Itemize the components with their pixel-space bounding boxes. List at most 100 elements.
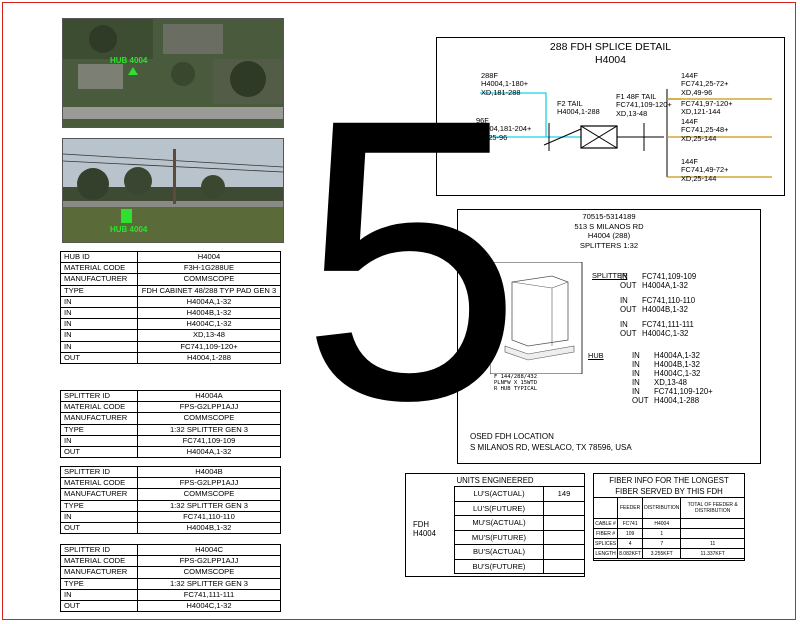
f2-tail-line [543,128,582,146]
io-value: H4004B,1-32 [642,305,688,314]
text-line: FC741,49-72+ [681,165,729,175]
fiber-cell [680,528,745,539]
io-value: FC741,111-111 [642,320,694,329]
fiber-cell: 3.255KFT [642,548,682,559]
spec-key: IN [60,295,138,308]
spec-value: COMMSCOPE [137,412,281,425]
spec-value: 1:32 SPLITTER GEN 3 [137,577,281,590]
splice-diagram [476,89,772,178]
spec-key: MANUFACTURER [60,488,138,501]
splice-subtitle: H4004 [595,54,626,66]
spec-key: TYPE [60,284,138,297]
fiber-title-1: FIBER INFO FOR THE LONGEST [609,476,729,485]
spec-key: SPLITTER ID [60,465,138,479]
io-direction: IN [632,359,640,369]
spec-value: FPS-G2LPP1AJJ [137,477,281,490]
spec-value: H4004C,1-32 [137,318,281,331]
text-line: SPLITTERS 1:32 [579,240,639,250]
fiber-cell: 7 [642,538,682,549]
io-value: FC741,109-120+ [654,386,713,396]
io-direction: IN [620,272,628,281]
spec-value: H4004A,1-32 [137,295,281,308]
location-line2: S MILANOS RD, WESLACO, TX 78596, USA [470,443,632,452]
spec-key: TYPE [60,499,138,512]
text-line: PLNFW X 15WTD [494,380,538,386]
overlay-number-5: 5 [300,36,523,483]
spec-value: H4004A,1-32 [137,445,281,459]
spec-value: FC741,110-110 [137,510,281,523]
spec-key: MATERIAL CODE [60,477,138,490]
spec-value: FC741,109-109 [137,434,281,447]
text-line: 96F [476,116,489,125]
fdh-info-box [457,209,761,464]
splitter-label: SPLITTER [592,271,628,280]
spec-key: TYPE [60,577,138,590]
spec-key: MANUFACTURER [60,273,138,286]
spec-value: F3H-1G288UE [137,262,281,275]
spec-value: COMMSCOPE [137,273,281,286]
fiber-cell: FC741 [617,518,644,529]
fiber-cell: 1 [642,528,682,539]
io-value: XD,13-48 [654,377,687,387]
units-row: MU'S(ACTUAL) [454,515,585,531]
hub-label: HUB [588,351,604,360]
spec-value: 1:32 SPLITTER GEN 3 [137,423,281,436]
spec-value: FPS-G2LPP1AJJ [137,555,281,568]
units-value [543,544,585,560]
text-line: H4004 (288) [587,231,631,240]
spec-key: IN [60,340,138,353]
spec-key: OUT [60,521,138,535]
text-line: FC741,109-120+ [616,100,672,110]
spec-value: 1:32 SPLITTER GEN 3 [137,499,281,512]
text-line: 513 S MILANOS RD [574,221,644,231]
fiber-cell: 8.082KFT [617,548,644,559]
spec-key: OUT [60,351,138,364]
units-title: UNITS ENGINEERED [456,476,534,485]
fiber-cell: H4004 [642,518,682,529]
text-line: XD,25-144 [681,173,717,183]
spec-value: H4004 [137,250,281,264]
units-row: LU'S(ACTUAL)149 [454,486,585,502]
text-line: F2 TAIL [557,99,583,108]
units-label: BU'S(ACTUAL) [454,544,544,560]
io-direction: OUT [632,395,649,405]
io-value: H4004A,1-32 [654,351,700,360]
units-row: BU'S(ACTUAL) [454,544,585,560]
units-row: MU'S(FUTURE) [454,529,585,545]
splice-title: 288 FDH SPLICE DETAIL [549,41,672,53]
aerial-hub-label: HUB 4004 [110,56,148,65]
spec-key: SPLITTER ID [60,389,138,403]
fiber-header: DISTRIBUTION [642,497,682,519]
spec-value: H4004B [137,465,281,479]
text-line: XD,25-96 [476,132,508,142]
spec-key: IN [60,329,138,342]
text-line: 70515-5314189 [582,212,636,221]
